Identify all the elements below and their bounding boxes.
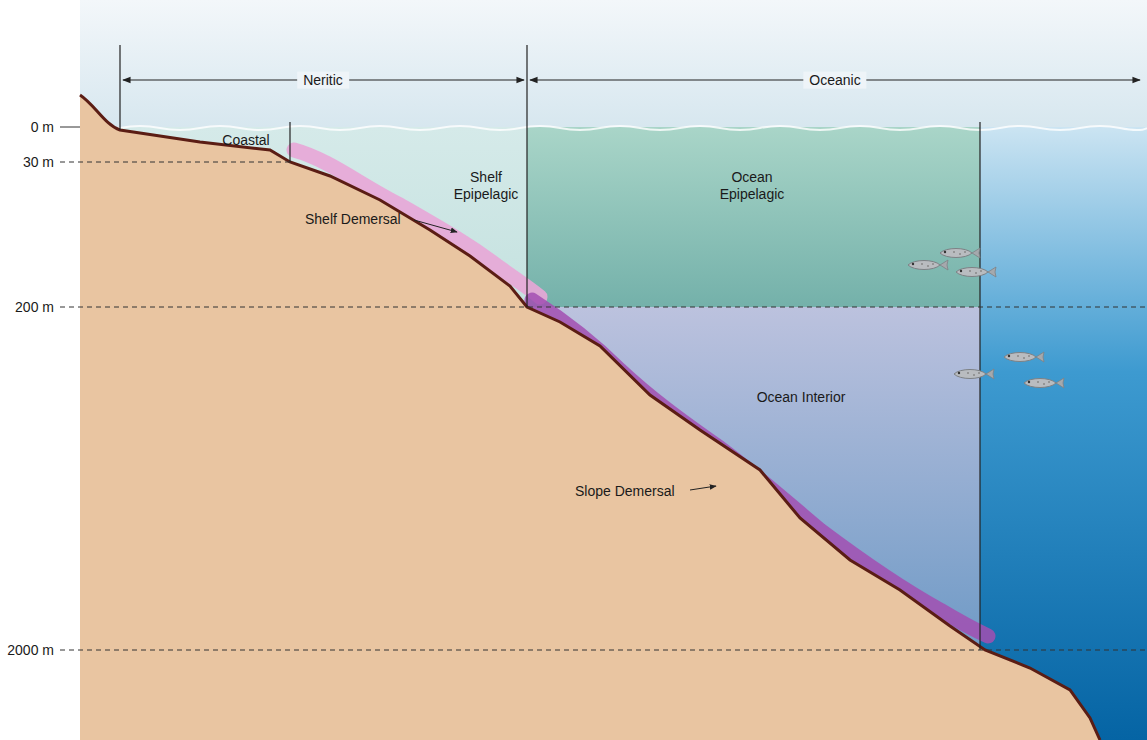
depth-label: 30 m bbox=[23, 154, 54, 171]
depth-label: 0 m bbox=[31, 119, 54, 136]
region-name: Ocean Epipelagic bbox=[707, 169, 797, 203]
region-name: Shelf Epipelagic bbox=[441, 169, 531, 203]
zone-name: Oceanic bbox=[803, 72, 866, 89]
zone-label: Coastal bbox=[222, 132, 269, 149]
depth-label: 200 m bbox=[15, 299, 54, 316]
zone-region: Ocean Epipelagic bbox=[707, 169, 797, 203]
zone-label: Shelf Demersal bbox=[305, 211, 401, 228]
depth-label: 2000 m bbox=[7, 642, 54, 659]
zone-name: Neritic bbox=[297, 72, 349, 89]
zone-label: Slope Demersal bbox=[575, 483, 675, 500]
zone-region: Ocean Interior bbox=[726, 389, 876, 406]
zone-region: Shelf Epipelagic bbox=[441, 169, 531, 203]
region-name: Ocean Interior bbox=[726, 389, 876, 406]
